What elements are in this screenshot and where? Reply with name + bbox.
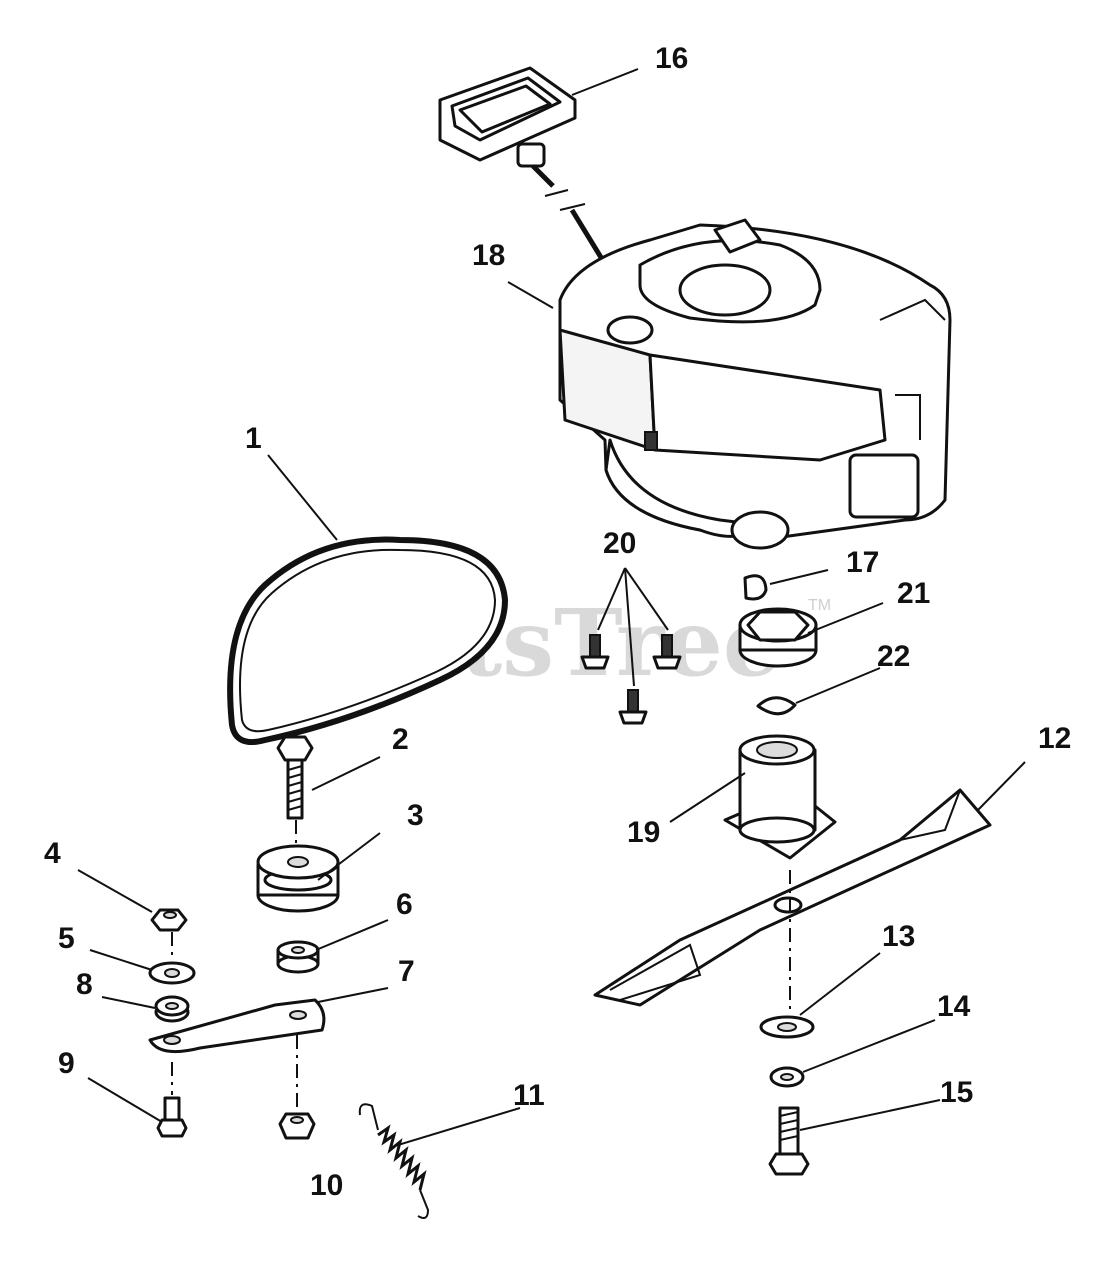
- callout-12: 12: [1038, 722, 1071, 755]
- callout-18: 18: [472, 239, 505, 272]
- callout-labels: 16 18 1 2 3 4 5 6 7 8 9 10 11 12 13 14 1…: [44, 42, 1071, 1202]
- callout-4: 4: [44, 837, 61, 870]
- part-5-washer: [148, 961, 196, 985]
- callout-6: 6: [396, 888, 413, 921]
- callout-3: 3: [407, 799, 424, 832]
- callout-10: 10: [310, 1169, 343, 1202]
- part-1-belt: [227, 536, 508, 746]
- part-9-bolt: [156, 1096, 188, 1138]
- part-17-key: [743, 574, 768, 601]
- watermark-trademark: TM: [808, 597, 831, 614]
- part-8-spacer: [154, 995, 190, 1023]
- part-19-blade-adapter: [723, 734, 837, 860]
- part-2-bolt: [276, 735, 314, 820]
- part-14-lock-washer: [769, 1066, 805, 1088]
- callout-1: 1: [245, 422, 262, 455]
- leader-lines: [77, 68, 1026, 1146]
- callout-11: 11: [513, 1079, 545, 1112]
- callout-5: 5: [58, 922, 75, 955]
- part-21-adapter: [738, 607, 818, 668]
- callout-8: 8: [76, 968, 93, 1001]
- callout-7: 7: [398, 955, 415, 988]
- part-7-idler-arm: [148, 998, 326, 1054]
- part-16-handle: [438, 66, 577, 168]
- callout-2: 2: [392, 723, 409, 756]
- part-12-blade: [593, 788, 992, 1007]
- part-20-bolts: [580, 634, 682, 725]
- callout-13: 13: [882, 920, 915, 953]
- part-10-nut: [278, 1112, 316, 1140]
- part-3-pulley: [256, 844, 340, 913]
- callout-21: 21: [897, 577, 930, 610]
- part-11-spring: [358, 1103, 430, 1219]
- part-13-washer: [759, 1015, 815, 1039]
- callout-17: 17: [846, 546, 879, 579]
- callout-20: 20: [603, 527, 636, 560]
- part-15-bolt: [768, 1106, 810, 1176]
- callout-22: 22: [877, 640, 910, 673]
- part-18-engine: [558, 218, 952, 550]
- part-4-nut: [150, 908, 188, 932]
- part-22-washer: [756, 696, 797, 716]
- part-6-spacer: [276, 940, 320, 974]
- callout-16: 16: [655, 42, 688, 75]
- callout-9: 9: [58, 1047, 75, 1080]
- callout-19: 19: [627, 816, 660, 849]
- callout-15: 15: [940, 1076, 973, 1109]
- callout-14: 14: [937, 990, 971, 1023]
